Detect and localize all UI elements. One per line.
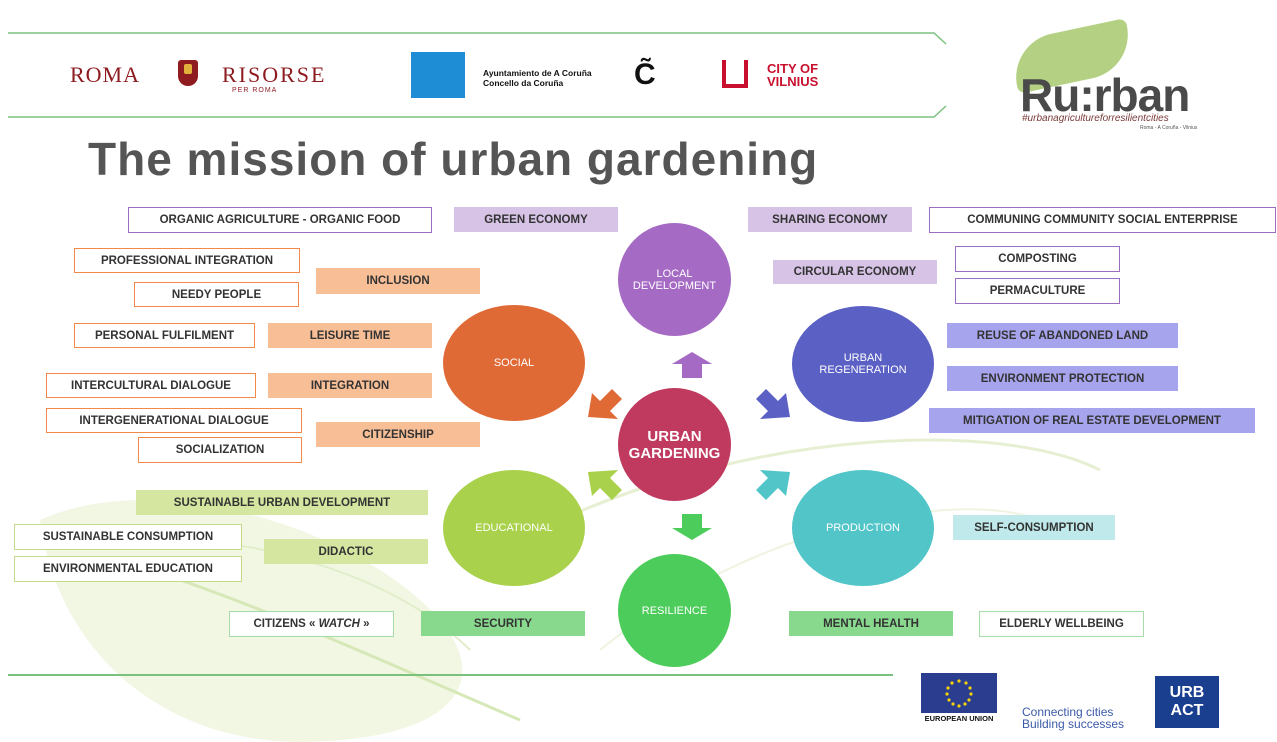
urbact-line-1: URB (1169, 684, 1205, 701)
coruna-logo-text: Ayuntamiento de A Coruña Concello da Cor… (483, 68, 592, 88)
label-citizenship: CITIZENSHIP (316, 422, 480, 447)
node-urban-line-1: URBAN (843, 352, 883, 364)
center-line-1: URBAN (647, 427, 702, 445)
label-mitigation-real-estate: MITIGATION OF REAL ESTATE DEVELOPMENT (929, 408, 1255, 433)
label-organic: ORGANIC AGRICULTURE - ORGANIC FOOD (128, 207, 432, 233)
arrow-up-right-icon (756, 389, 790, 419)
label-environmental-education: ENVIRONMENTAL EDUCATION (14, 556, 242, 582)
label-self-consumption: SELF-CONSUMPTION (953, 515, 1115, 540)
label-integration: INTEGRATION (268, 373, 432, 398)
arrow-up-icon (672, 352, 712, 378)
label-personal-fulfilment: PERSONAL FULFILMENT (74, 323, 255, 348)
roma-logo-text: ROMA (70, 62, 141, 87)
label-leisure-time: LEISURE TIME (268, 323, 432, 348)
label-environment-protection: ENVIRONMENT PROTECTION (947, 366, 1178, 391)
vilnius-line-2: VILNIUS (767, 74, 819, 89)
label-circular-economy: CIRCULAR ECONOMY (773, 260, 937, 284)
rurban-cities: Roma - A Coruña - Vilnius (1140, 125, 1198, 131)
label-socialization: SOCIALIZATION (138, 437, 302, 463)
node-urban-line-2: REGENERATION (819, 364, 907, 376)
vilnius-line-1: CITY OF (767, 61, 819, 76)
label-green-economy: GREEN ECONOMY (454, 207, 618, 232)
label-sustainable-urban-development: SUSTAINABLE URBAN DEVELOPMENT (136, 490, 428, 515)
label-mental-health: MENTAL HEALTH (789, 611, 953, 636)
vilnius-logo-text: CITY OF VILNIUS (767, 62, 818, 88)
node-local-line-1: LOCAL (656, 267, 693, 280)
node-social: SOCIAL (443, 305, 585, 421)
connecting-cities-text: Connecting cities Building successes (1022, 706, 1124, 730)
arrow-down-icon (672, 514, 712, 540)
eu-flag-icon (921, 673, 997, 713)
label-sustainable-consumption: SUSTAINABLE CONSUMPTION (14, 524, 242, 550)
page-title: The mission of urban gardening (88, 133, 819, 185)
node-production: PRODUCTION (792, 470, 934, 586)
coruna-line-1: Ayuntamiento de A Coruña (483, 68, 592, 78)
label-security: SECURITY (421, 611, 585, 636)
label-needy-people: NEEDY PEOPLE (134, 282, 299, 307)
eu-label: EUROPEAN UNION (924, 714, 994, 723)
citizens-watch-suffix: » (359, 618, 370, 630)
center-line-2: GARDENING (628, 444, 721, 462)
label-inclusion: INCLUSION (316, 268, 480, 294)
node-educational-line-1: EDUCATIONAL (475, 522, 553, 534)
arrow-down-right-icon (756, 470, 790, 500)
citizens-watch-prefix: CITIZENS « (253, 618, 319, 630)
label-communing: COMMUNING COMMUNITY SOCIAL ENTERPRISE (929, 207, 1276, 233)
arrow-up-left-icon (588, 389, 622, 419)
urbact-line-2: ACT (1170, 702, 1204, 719)
risorse-subtitle: PER ROMA (232, 87, 278, 94)
node-local-line-2: DEVELOPMENT (632, 279, 717, 292)
connecting-line-1: Connecting cities (1022, 705, 1114, 719)
label-elderly-wellbeing: ELDERLY WELLBEING (979, 611, 1144, 637)
roma-shield-icon (178, 60, 198, 86)
urbact-logo: URB ACT (1155, 676, 1219, 728)
label-reuse-abandoned-land: REUSE OF ABANDONED LAND (947, 323, 1178, 348)
risorse-logo-text: RISORSE (222, 62, 327, 87)
node-educational: EDUCATIONAL (443, 470, 585, 586)
label-composting: COMPOSTING (955, 246, 1120, 272)
label-intergenerational-dialogue: INTERGENERATIONAL DIALOGUE (46, 408, 302, 433)
rurban-logo: Ru:rban (1020, 69, 1190, 121)
connecting-line-2: Building successes (1022, 717, 1125, 731)
node-resilience-line-1: RESILIENCE (641, 604, 708, 617)
node-resilience: RESILIENCE (618, 554, 731, 667)
citizens-watch-emphasis: WATCH (318, 618, 360, 630)
label-citizens-watch: CITIZENS « WATCH » (229, 611, 394, 637)
label-sharing-economy: SHARING ECONOMY (748, 207, 912, 232)
label-didactic: DIDACTIC (264, 539, 428, 564)
label-intercultural-dialogue: INTERCULTURAL DIALOGUE (46, 373, 256, 398)
coruna-line-2: Concello da Coruña (483, 78, 564, 88)
label-permaculture: PERMACULTURE (955, 278, 1120, 304)
node-social-line-1: SOCIAL (493, 357, 535, 369)
node-production-line-1: PRODUCTION (826, 522, 900, 534)
label-professional-integration: PROFESSIONAL INTEGRATION (74, 248, 300, 273)
coruna-coat-of-arms-icon (411, 52, 465, 98)
vilnius-tower-icon (722, 60, 748, 88)
coruna-c-mark: C̃ (634, 58, 656, 91)
arrow-down-left-icon (588, 470, 622, 500)
footer-line (8, 674, 893, 676)
rurban-tagline: #urbanagricultureforresilientcities (1022, 113, 1169, 124)
